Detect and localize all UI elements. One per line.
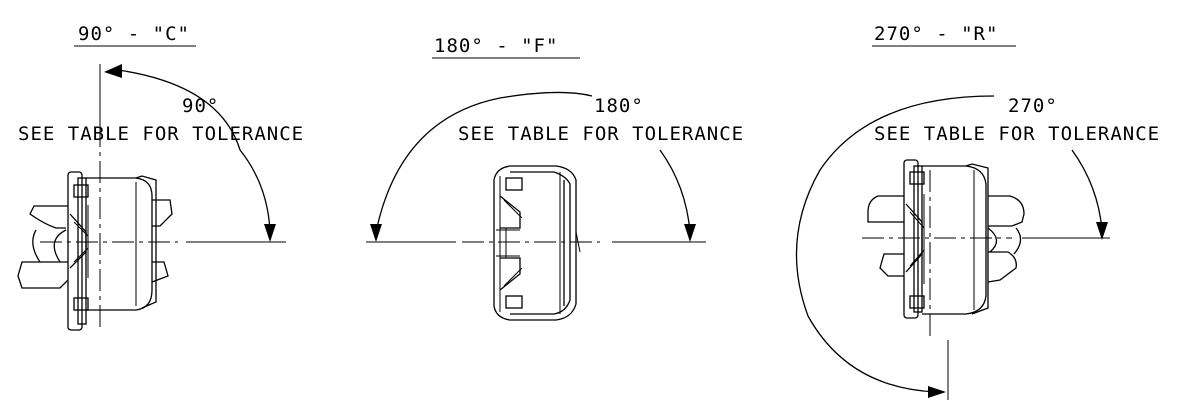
view-180-arc-left [375,91,593,233]
view-270-angle-label: 270° [1008,95,1058,117]
view-90-part [17,171,173,331]
view-270-arc-left [795,95,995,393]
view-90-title: 90° - "C" [78,23,190,45]
view-180-part [493,165,581,321]
view-180-arrowhead-start [370,224,382,242]
view-90-arrowhead-end [264,224,276,242]
view-90: 90° - "C" 90° SEE TABLE FOR TOLERANCE [17,23,304,331]
view-90-arrowhead-start [104,64,122,78]
view-180-arc-right [659,149,691,233]
view-180-arrowhead-end [684,224,696,242]
view-270-tolerance-note: SEE TABLE FOR TOLERANCE [874,123,1160,145]
view-270-arrowhead-start [928,386,946,398]
view-270-title: 270° - "R" [874,23,998,45]
view-180-angle-label: 180° [594,95,644,117]
view-270: 270° - "R" 270° SEE TABLE FOR TOLERANCE [795,23,1160,400]
view-90-arc-lower [239,149,271,233]
view-180-title: 180° - "F" [434,35,558,57]
view-90-arc-upper [117,69,241,151]
view-270-arc-right [1071,149,1103,231]
view-180-tolerance-note: SEE TABLE FOR TOLERANCE [458,123,744,145]
view-90-angle-label: 90° [182,95,219,117]
view-270-arrowhead-end [1096,222,1108,240]
view-180: 180° - "F" 180° SEE TABLE FOR TOLERANCE [366,35,744,321]
view-270-part [867,159,1025,319]
view-90-tolerance-note: SEE TABLE FOR TOLERANCE [18,123,304,145]
